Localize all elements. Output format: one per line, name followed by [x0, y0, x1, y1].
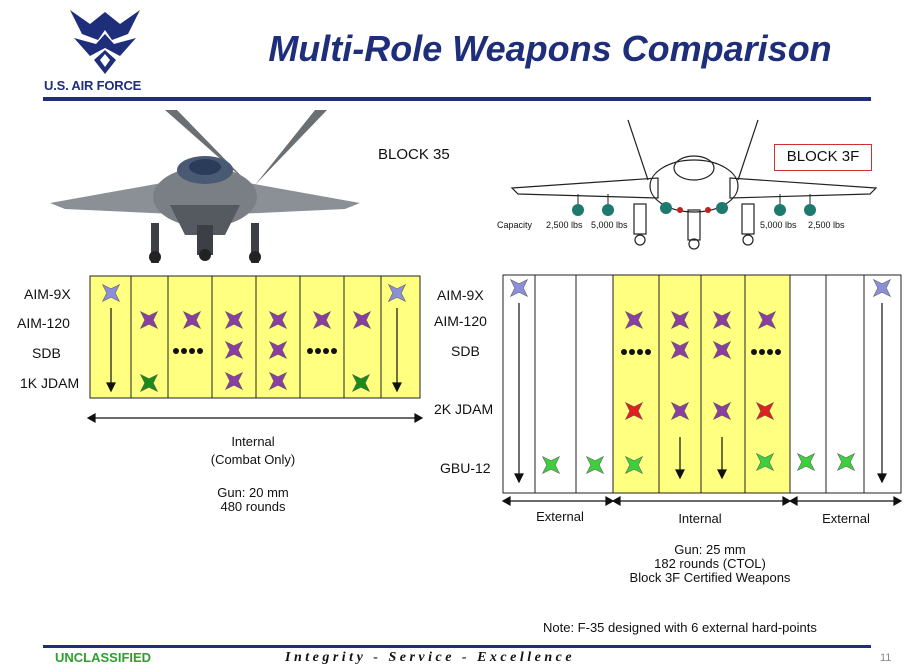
- right-bay-label: Internal: [678, 511, 722, 526]
- usaf-logo: [70, 10, 140, 74]
- left-bay-label: Internal: [231, 434, 275, 449]
- right-bay-label: External: [822, 511, 870, 526]
- org-label: U.S. AIR FORCE: [44, 78, 142, 93]
- capacity-value: 2,500 lbs: [546, 220, 583, 230]
- right-row-label: 2K JDAM: [434, 401, 494, 417]
- left-bay-sublabel: (Combat Only): [210, 452, 296, 467]
- left-row-label: SDB: [32, 345, 61, 361]
- footer-rule: [43, 645, 871, 648]
- title-rule: [43, 97, 871, 101]
- left-aircraft-label: BLOCK 35: [378, 146, 450, 163]
- capacity-value: 2,500 lbs: [808, 220, 845, 230]
- classification-label: UNCLASSIFIED: [55, 650, 152, 665]
- sdb-icon: [621, 349, 781, 355]
- right-row-label: AIM-120: [434, 313, 487, 329]
- capacity-value: 5,000 lbs: [591, 220, 628, 230]
- left-row-label: AIM-9X: [24, 286, 71, 302]
- right-bay-label: External: [536, 509, 584, 524]
- right-row-label: GBU-12: [440, 460, 491, 476]
- f22-aircraft-image: [50, 110, 360, 263]
- usaf-wings-icon: [70, 10, 140, 74]
- f35-aircraft-image: [510, 119, 878, 250]
- sdb-icon: [173, 348, 337, 354]
- left-row-label: 1K JDAM: [20, 375, 80, 391]
- footnote: Note: F-35 designed with 6 external hard…: [543, 620, 817, 635]
- capacity-value: 5,000 lbs: [760, 220, 797, 230]
- right-row-label: SDB: [451, 343, 480, 359]
- page-title: Multi-Role Weapons Comparison: [268, 28, 832, 69]
- left-row-label: AIM-120: [17, 315, 70, 331]
- left-gun: Gun: 20 mm: [217, 485, 289, 500]
- right-aircraft-label: BLOCK 3F: [774, 144, 872, 171]
- page-number: 11: [880, 652, 892, 664]
- right-certified: Block 3F Certified Weapons: [629, 570, 791, 585]
- left-rounds: 480 rounds: [220, 499, 286, 514]
- motto: Integrity - Service - Excellence: [285, 650, 576, 665]
- right-rounds: 182 rounds (CTOL): [654, 556, 766, 571]
- capacity-label: Capacity: [497, 220, 533, 230]
- right-row-label: AIM-9X: [437, 287, 484, 303]
- right-gun: Gun: 25 mm: [674, 542, 746, 557]
